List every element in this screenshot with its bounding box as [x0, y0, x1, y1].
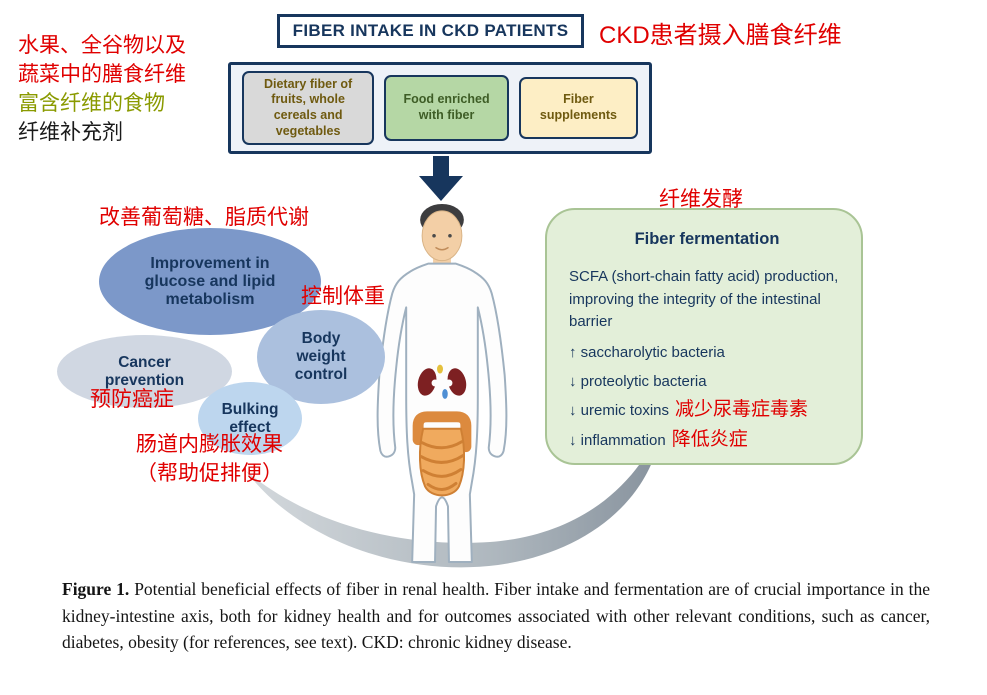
effect-bulking-bubble: Bulking effect [198, 382, 302, 455]
effect-cancer-bubble: Cancer prevention [57, 335, 232, 408]
fermentation-item-text: ↑ saccharolytic bacteria [569, 343, 725, 361]
fermentation-item-text: ↓ proteolytic bacteria [569, 372, 707, 390]
fermentation-item-saccharolytic: ↑ saccharolytic bacteria [569, 337, 845, 366]
note-bulking-chinese: 肠道内膨胀效果 （帮助促排便） [136, 430, 283, 488]
fermentation-box: Fiber fermentation SCFA (short-chain fat… [545, 208, 863, 465]
note-bulking-chinese-line1: 肠道内膨胀效果 [136, 433, 283, 456]
face-features [432, 233, 452, 251]
down-arrow-icon [419, 156, 463, 201]
face-shape [421, 210, 463, 262]
note-body-weight-chinese: 控制体重 [301, 285, 385, 308]
figure-caption: Figure 1. Potential beneficial effects o… [62, 576, 930, 656]
fermentation-item-text: ↓ uremic toxins [569, 402, 670, 420]
fermentation-item-note-cn: 减少尿毒症毒素 [675, 399, 809, 421]
fermentation-description: SCFA (short-chain fatty acid) production… [569, 268, 839, 330]
figure-caption-label: Figure 1. [62, 579, 130, 599]
diagram-title: FIBER INTAKE IN CKD PATIENTS [277, 14, 584, 48]
fermentation-item-uremic-toxins: ↓ uremic toxins 减少尿毒症毒素 [569, 395, 845, 424]
intestines-shape [412, 411, 472, 497]
fermentation-item-inflammation: ↓ inflammation 降低炎症 [569, 425, 845, 454]
fermentation-title: Fiber fermentation [634, 230, 780, 248]
swoosh-decoration [246, 426, 662, 568]
left-annotation-block: 水果、全谷物以及 蔬菜中的膳食纤维 富含纤维的食物 纤维补充剂 [18, 31, 186, 147]
fiber-sources-frame: Dietary fiber of fruits, whole cereals a… [228, 62, 652, 154]
left-note-fruits: 水果、全谷物以及 [18, 34, 186, 57]
figure-caption-text: Potential beneficial effects of fiber in… [62, 579, 930, 653]
fermentation-item-proteolytic: ↓ proteolytic bacteria [569, 366, 845, 395]
note-fermentation-chinese: 纤维发酵 [659, 188, 743, 211]
source-dietary-fiber: Dietary fiber of fruits, whole cereals a… [242, 71, 375, 145]
note-cancer-chinese: 预防癌症 [90, 388, 174, 411]
note-metabolism-chinese: 改善葡萄糖、脂质代谢 [99, 206, 309, 229]
source-enriched-food: Food enriched with fiber [384, 75, 509, 141]
left-note-enriched: 富含纤维的食物 [18, 92, 165, 115]
fermentation-item-note-cn: 降低炎症 [671, 428, 748, 450]
left-note-vegetables: 蔬菜中的膳食纤维 [18, 63, 186, 86]
diagram-title-chinese: CKD患者摄入膳食纤维 [599, 22, 842, 49]
note-bulking-chinese-line2: （帮助促排便） [136, 462, 283, 485]
fermentation-item-text: ↓ inflammation [569, 431, 666, 449]
source-fiber-supplements: Fiber supplements [518, 77, 638, 139]
human-figure-illustration [376, 203, 508, 564]
kidneys-shape [417, 364, 467, 399]
left-note-supplements: 纤维补充剂 [18, 121, 123, 144]
